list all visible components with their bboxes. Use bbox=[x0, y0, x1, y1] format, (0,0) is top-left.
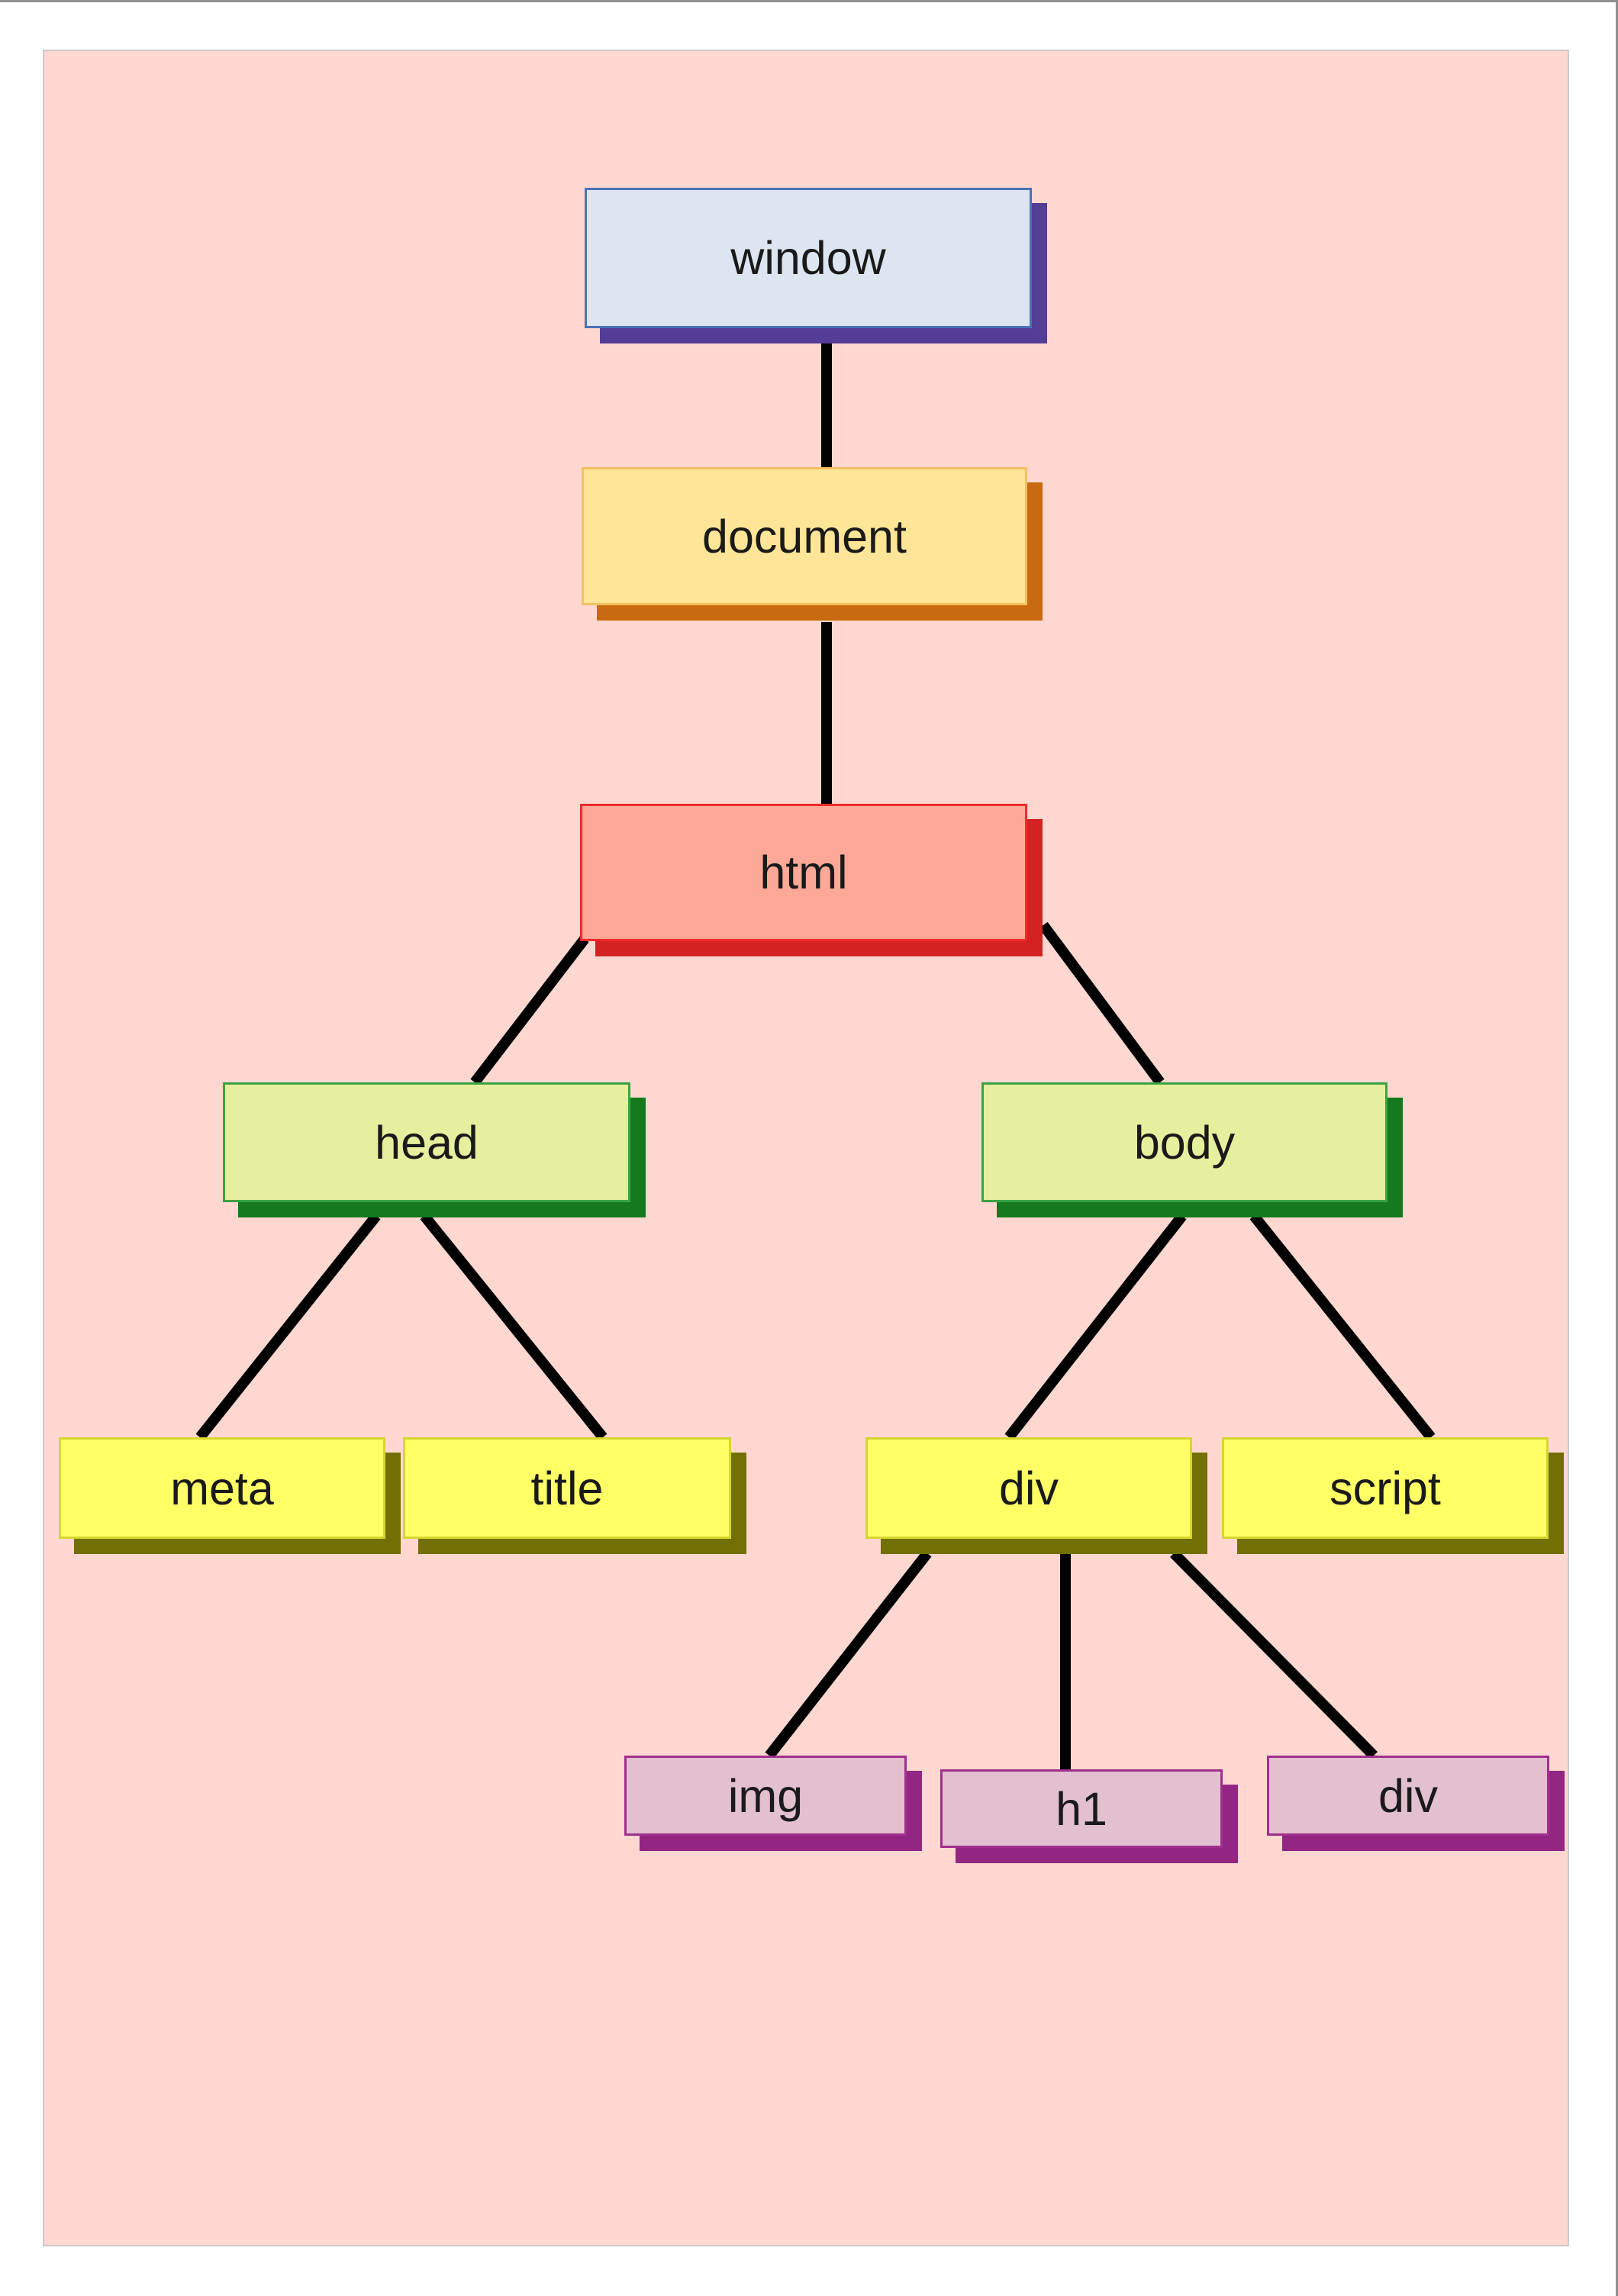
node-h1-label: h1 bbox=[940, 1769, 1223, 1848]
node-div-label: div bbox=[865, 1437, 1192, 1539]
page-border-right bbox=[1616, 0, 1618, 2296]
node-h1: h1 bbox=[940, 1769, 1238, 1863]
node-meta: meta bbox=[59, 1437, 401, 1554]
page-border-top bbox=[0, 0, 1618, 2]
node-title: title bbox=[403, 1437, 746, 1554]
edge-body-script bbox=[1249, 1212, 1436, 1441]
node-img: img bbox=[624, 1756, 922, 1851]
node-html: html bbox=[580, 804, 1043, 956]
node-head: head bbox=[223, 1082, 646, 1217]
edge-div-div2 bbox=[1170, 1549, 1378, 1759]
node-script: script bbox=[1222, 1437, 1564, 1554]
node-document-label: document bbox=[582, 467, 1027, 605]
edge-div-img bbox=[765, 1549, 932, 1759]
node-head-label: head bbox=[223, 1082, 630, 1202]
edge-html-head bbox=[470, 935, 589, 1086]
node-div: div bbox=[865, 1437, 1207, 1554]
node-img-label: img bbox=[624, 1756, 907, 1836]
node-script-label: script bbox=[1222, 1437, 1549, 1539]
edge-body-div bbox=[1004, 1212, 1187, 1441]
node-div-inner-label: div bbox=[1267, 1756, 1549, 1836]
node-body: body bbox=[981, 1082, 1403, 1217]
edge-head-meta bbox=[195, 1212, 381, 1441]
node-window: window bbox=[585, 188, 1047, 343]
node-div-inner: div bbox=[1267, 1756, 1565, 1851]
node-html-label: html bbox=[580, 804, 1027, 941]
edge-html-body bbox=[1039, 921, 1165, 1086]
edge-head-title bbox=[420, 1212, 608, 1441]
node-title-label: title bbox=[403, 1437, 731, 1539]
node-meta-label: meta bbox=[59, 1437, 385, 1539]
node-window-label: window bbox=[585, 188, 1032, 328]
node-body-label: body bbox=[981, 1082, 1388, 1202]
node-document: document bbox=[582, 467, 1043, 621]
